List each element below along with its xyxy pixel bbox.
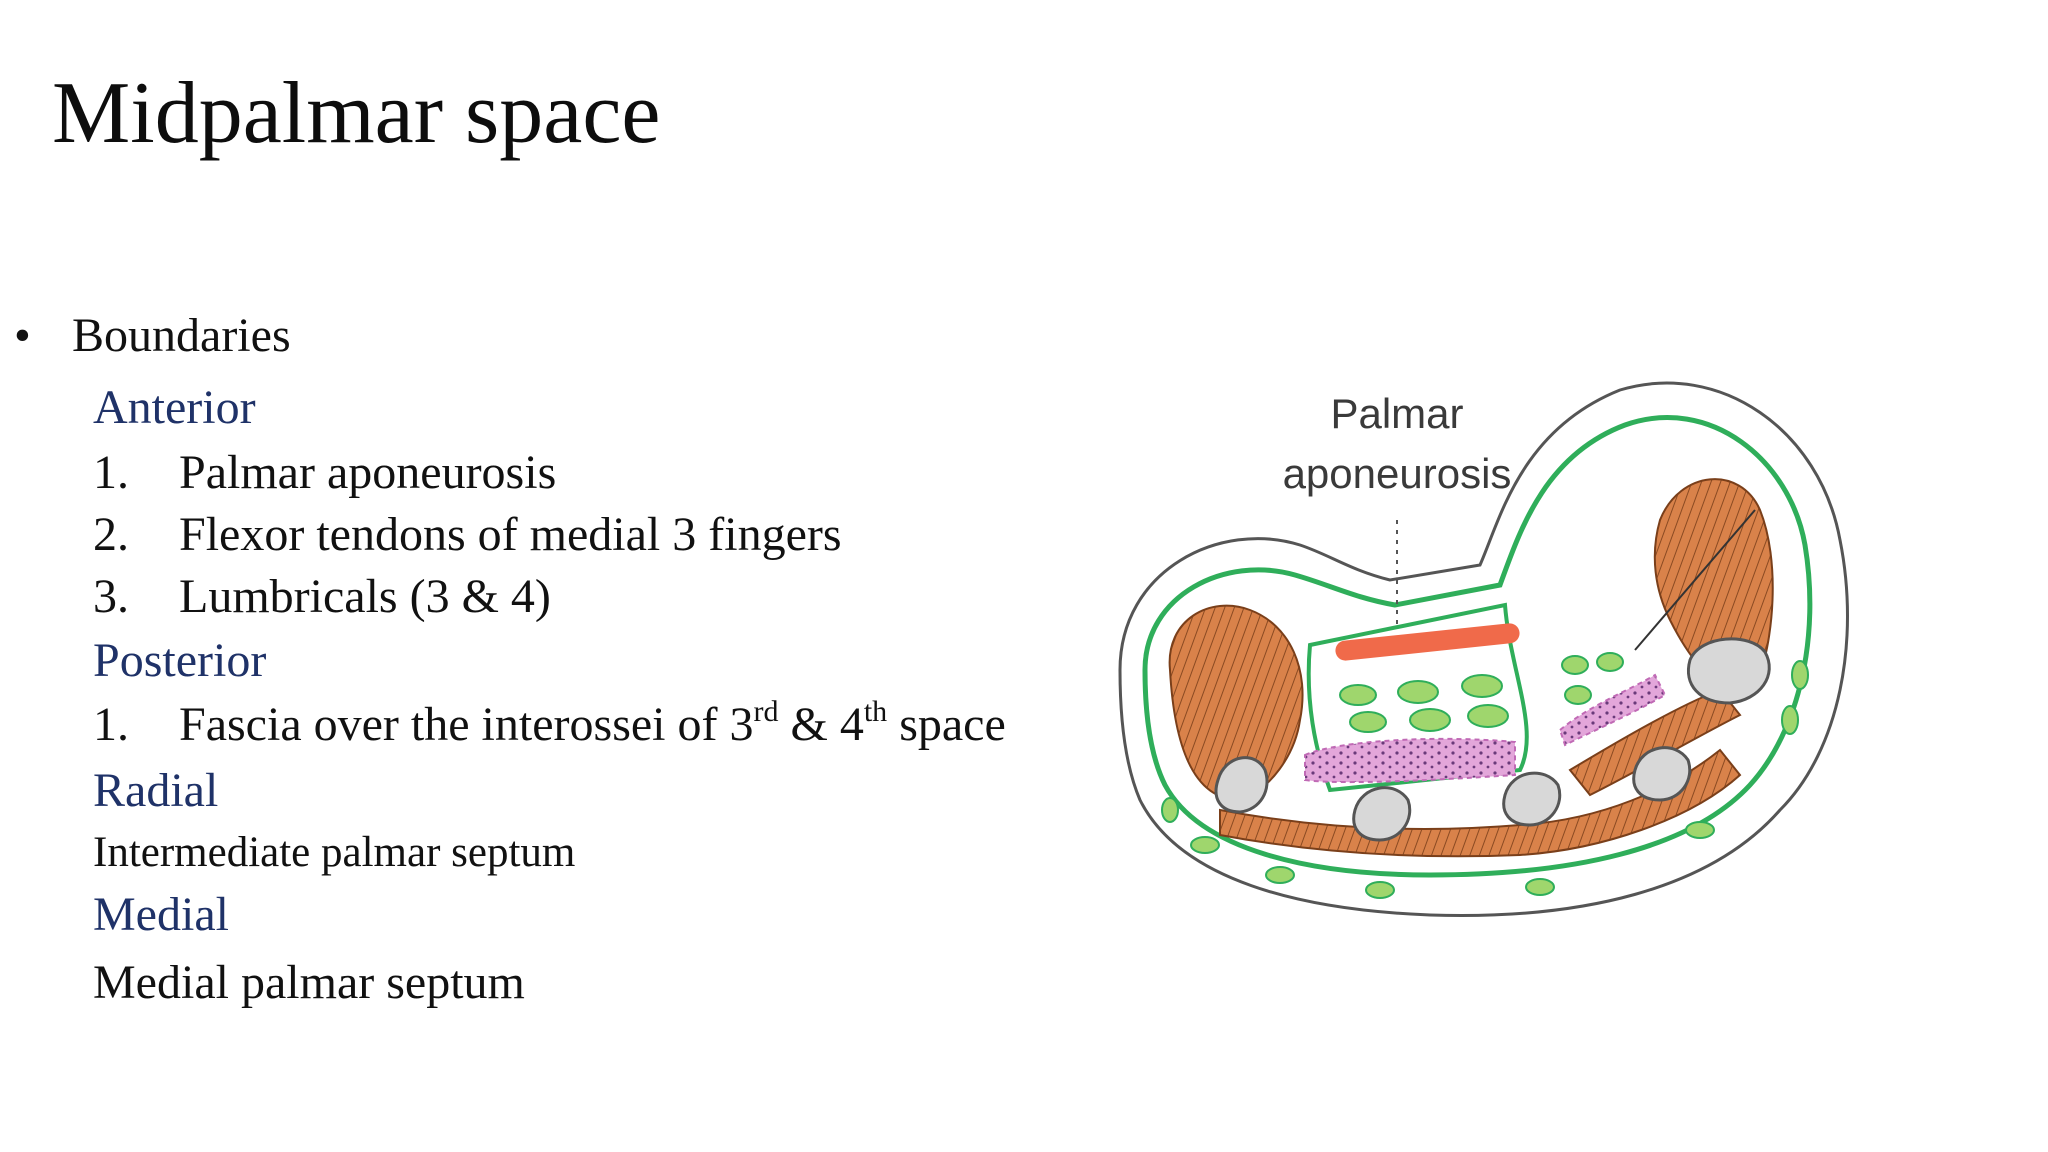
item-sup-b: th (863, 695, 888, 728)
hypothenar-muscle (1168, 604, 1304, 802)
slide-title: Midpalmar space (52, 65, 661, 162)
figure-label-line1: Palmar (1330, 390, 1463, 437)
bullet-icon: • (14, 309, 31, 362)
posterior-item-1: 1. Fascia over the interossei of 3rd & 4t… (93, 697, 1006, 751)
item-number: 1. (93, 698, 129, 751)
figure-label-line2: aponeurosis (1283, 450, 1512, 497)
item-text-b: & 4 (778, 698, 864, 751)
posterior-heading: Posterior (93, 634, 267, 687)
anterior-item-1: 1. Palmar aponeurosis (93, 449, 556, 497)
lumbricals (1304, 737, 1516, 784)
item-text: Lumbricals (3 & 4) (179, 570, 551, 623)
radial-text: Intermediate palmar septum (93, 829, 576, 876)
item-sup-a: rd (753, 695, 779, 728)
boundaries-label: Boundaries (72, 309, 291, 362)
medial-heading: Medial (93, 888, 229, 941)
anterior-heading: Anterior (93, 381, 256, 434)
anterior-item-2: 2. Flexor tendons of medial 3 fingers (93, 511, 842, 559)
medial-text: Medial palmar septum (93, 956, 525, 1009)
item-text: Palmar aponeurosis (179, 446, 557, 499)
item-number: 1. (93, 446, 129, 499)
flexor-tendons (1339, 652, 1624, 733)
boundaries-bullet: • Boundaries (14, 312, 291, 360)
item-text-c: space (887, 698, 1006, 751)
item-text: Flexor tendons of medial 3 fingers (179, 508, 842, 561)
radial-heading: Radial (93, 764, 219, 817)
metacarpal-bones (1214, 637, 1771, 842)
item-text-a: Fascia over the interossei of 3 (179, 698, 754, 751)
item-number: 3. (93, 570, 129, 623)
item-number: 2. (93, 508, 129, 561)
thenar-septum-line (1634, 509, 1756, 651)
palm-cross-section-figure: Palmar aponeurosis (1118, 381, 1849, 917)
superficial-palmar-arch (1335, 623, 1520, 661)
thenar-lumbrical (1558, 673, 1667, 747)
anterior-item-3: 3. Lumbricals (3 & 4) (93, 573, 551, 621)
deep-fascia-line (1142, 415, 1813, 878)
adductor-pollicis (1568, 688, 1742, 797)
